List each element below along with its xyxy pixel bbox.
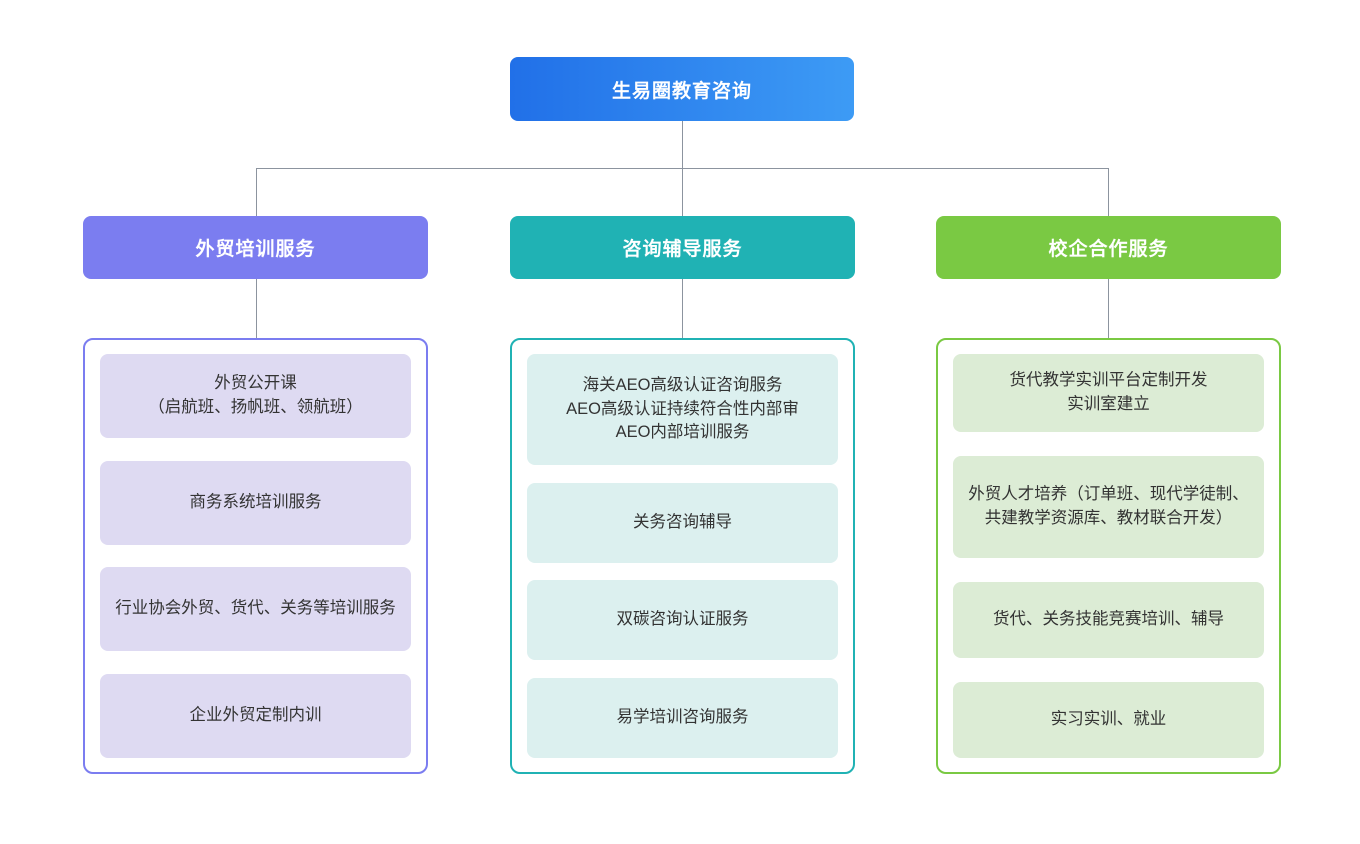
connector-drop-branch-3 bbox=[1108, 168, 1109, 216]
branch-body-3: 货代教学实训平台定制开发 实训室建立 外贸人才培养（订单班、现代学徒制、共建教学… bbox=[936, 338, 1281, 774]
connector-header-to-body-3 bbox=[1108, 279, 1109, 338]
branch-column-3: 校企合作服务 货代教学实训平台定制开发 实训室建立 外贸人才培养（订单班、现代学… bbox=[936, 216, 1281, 774]
branch-header-1[interactable]: 外贸培训服务 bbox=[83, 216, 428, 279]
connector-drop-branch-2 bbox=[682, 168, 683, 216]
branch-column-2: 咨询辅导服务 海关AEO高级认证咨询服务 AEO高级认证持续符合性内部审 AEO… bbox=[510, 216, 855, 774]
branch-item[interactable]: 商务系统培训服务 bbox=[100, 460, 411, 545]
connector-header-to-body-2 bbox=[682, 279, 683, 338]
branch-item[interactable]: 企业外贸定制内训 bbox=[100, 673, 411, 758]
branch-item[interactable]: 外贸公开课 （启航班、扬帆班、领航班） bbox=[100, 354, 411, 438]
root-node-label: 生易圈教育咨询 bbox=[611, 80, 752, 102]
branch-item[interactable]: 货代教学实训平台定制开发 实训室建立 bbox=[953, 354, 1264, 432]
connector-drop-branch-1 bbox=[256, 168, 257, 216]
branch-header-2[interactable]: 咨询辅导服务 bbox=[510, 216, 855, 279]
branch-item[interactable]: 易学培训咨询服务 bbox=[527, 677, 838, 758]
branch-header-label-3: 校企合作服务 bbox=[1048, 239, 1169, 260]
connector-root-stem bbox=[682, 121, 683, 168]
branch-header-label-1: 外贸培训服务 bbox=[195, 239, 316, 260]
root-node[interactable]: 生易圈教育咨询 bbox=[510, 57, 854, 121]
connector-header-to-body-1 bbox=[256, 279, 257, 338]
branch-body-2: 海关AEO高级认证咨询服务 AEO高级认证持续符合性内部审 AEO内部培训服务 … bbox=[510, 338, 855, 774]
branch-item[interactable]: 关务咨询辅导 bbox=[527, 482, 838, 563]
branch-item[interactable]: 海关AEO高级认证咨询服务 AEO高级认证持续符合性内部审 AEO内部培训服务 bbox=[527, 354, 838, 465]
branch-column-1: 外贸培训服务 外贸公开课 （启航班、扬帆班、领航班） 商务系统培训服务 行业协会… bbox=[83, 216, 428, 774]
branch-header-3[interactable]: 校企合作服务 bbox=[936, 216, 1281, 279]
branch-body-1: 外贸公开课 （启航班、扬帆班、领航班） 商务系统培训服务 行业协会外贸、货代、关… bbox=[83, 338, 428, 774]
branch-item[interactable]: 双碳咨询认证服务 bbox=[527, 580, 838, 661]
branch-item[interactable]: 外贸人才培养（订单班、现代学徒制、共建教学资源库、教材联合开发） bbox=[953, 456, 1264, 558]
branch-item[interactable]: 行业协会外贸、货代、关务等培训服务 bbox=[100, 567, 411, 652]
branch-header-label-2: 咨询辅导服务 bbox=[622, 239, 743, 260]
branch-item[interactable]: 货代、关务技能竞赛培训、辅导 bbox=[953, 582, 1264, 658]
branch-item[interactable]: 实习实训、就业 bbox=[953, 682, 1264, 758]
